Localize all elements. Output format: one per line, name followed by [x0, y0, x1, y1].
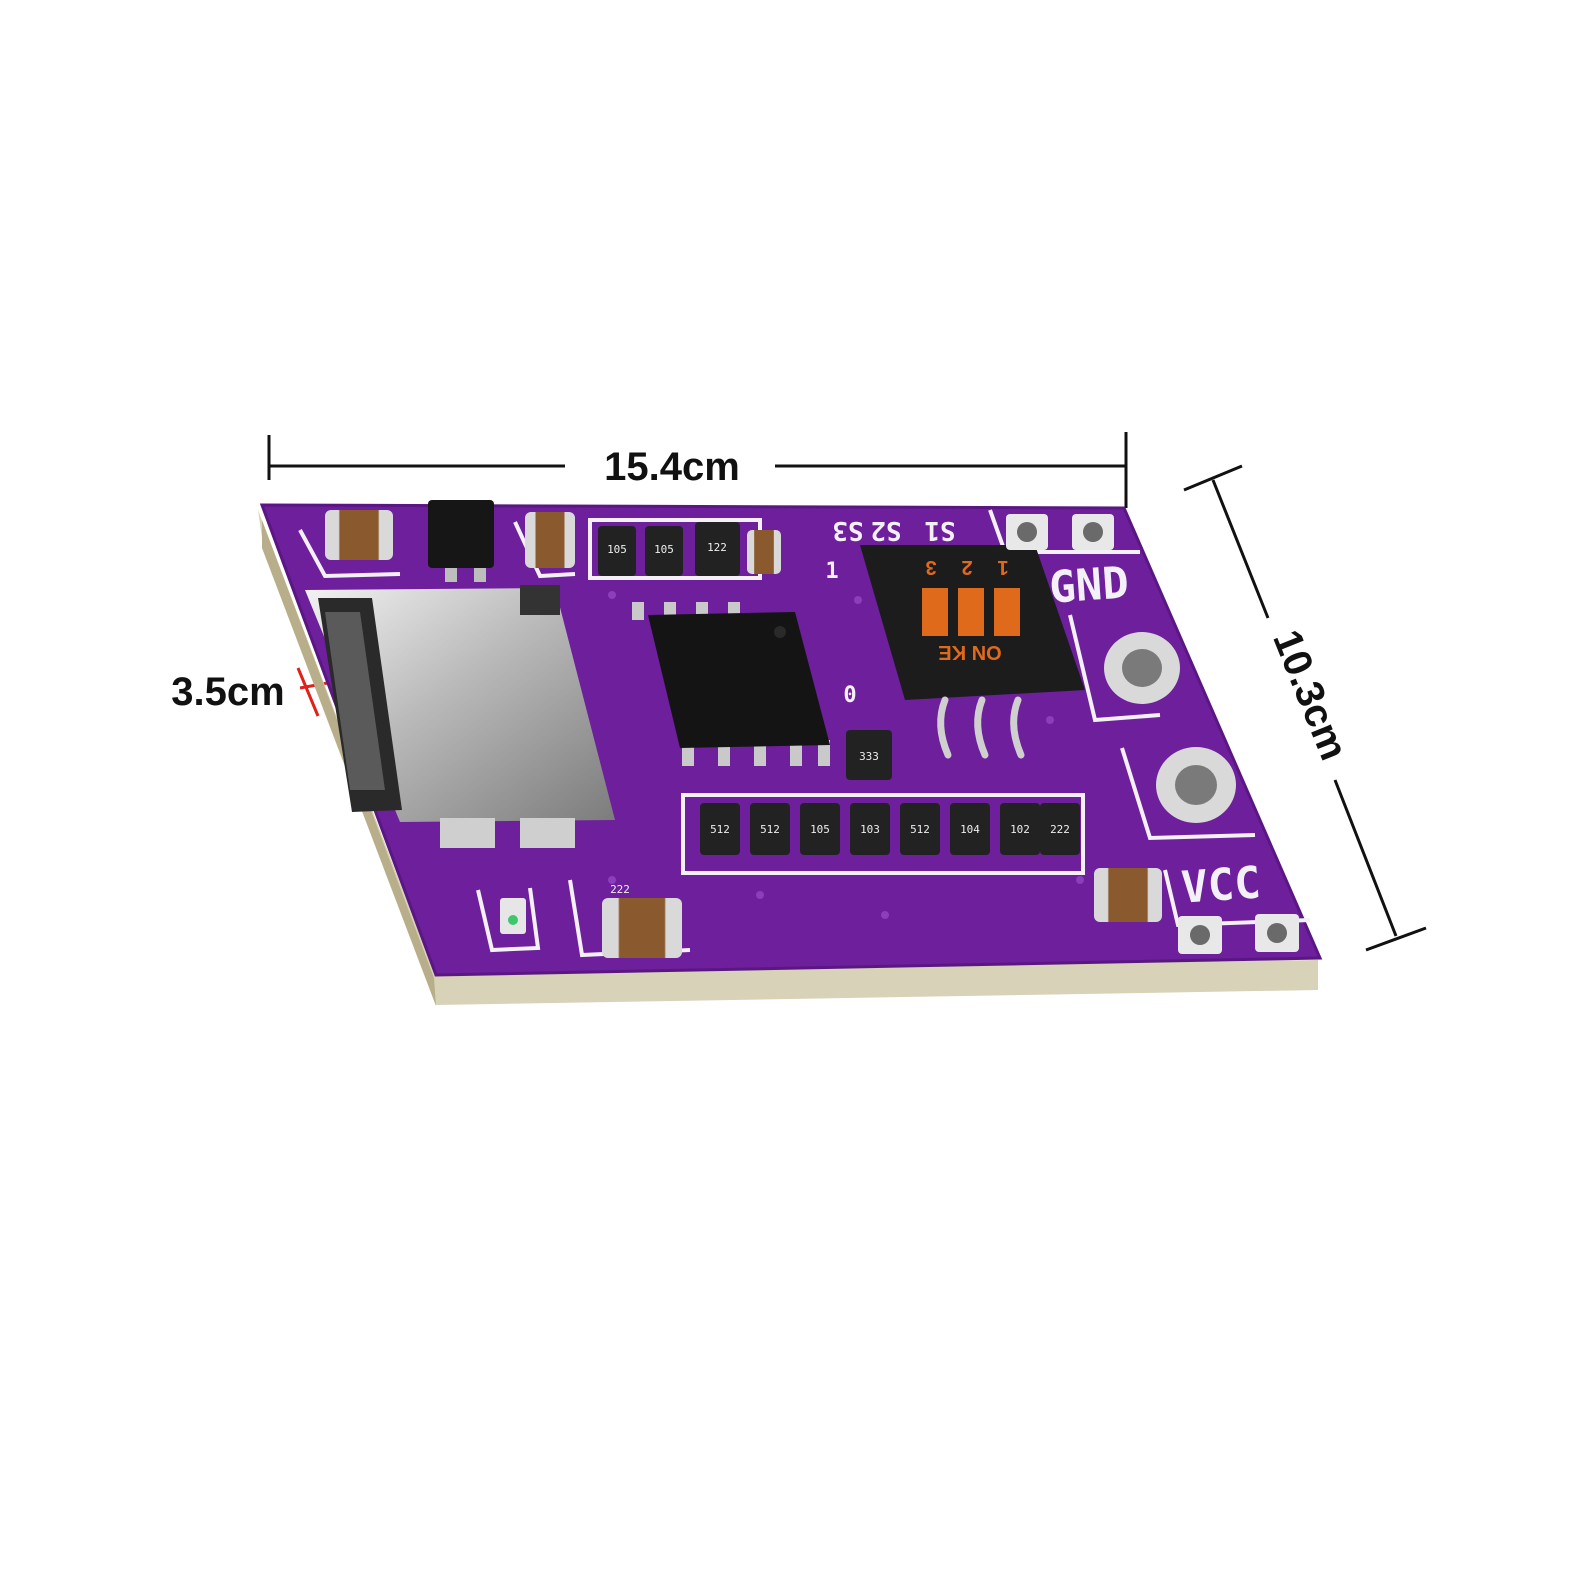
- dip-toggle: [958, 588, 984, 636]
- svg-text:104: 104: [960, 823, 980, 836]
- vias: [608, 591, 1084, 919]
- smd-capacitor: [602, 898, 682, 958]
- sot-transistor: [428, 500, 494, 568]
- width-dimension: [267, 432, 1128, 508]
- dip-number: 2: [961, 556, 972, 578]
- top-resistors: 105 105 122: [598, 522, 740, 576]
- port-label: 3.5cm: [171, 670, 284, 714]
- cap-code: 222: [610, 883, 630, 896]
- svg-text:105: 105: [810, 823, 830, 836]
- zero-label: 0: [843, 683, 856, 708]
- svg-text:512: 512: [760, 823, 780, 836]
- smd-capacitor: [325, 510, 393, 560]
- svg-text:222: 222: [1050, 823, 1070, 836]
- small-resistor: [846, 730, 892, 780]
- svg-text:105: 105: [607, 543, 627, 556]
- usb-c-port: [305, 585, 615, 848]
- vcc-label: VCC: [1180, 857, 1263, 913]
- resistor-row: 512 512 105 103 512 104 102 222: [700, 803, 1080, 855]
- s3-label: S3: [832, 515, 863, 545]
- height-label: 10.3cm: [1264, 624, 1356, 766]
- svg-text:333: 333: [859, 750, 879, 763]
- pcb-board: 105 105 122: [258, 500, 1323, 1006]
- svg-text:512: 512: [710, 823, 730, 836]
- svg-text:103: 103: [860, 823, 880, 836]
- solder-pads: [1006, 514, 1299, 954]
- dip-number: 1: [997, 556, 1008, 578]
- smd-capacitor: [1094, 868, 1162, 922]
- smd-capacitor: [525, 512, 575, 568]
- dip-switch: 1 2 3 ON KE: [860, 545, 1085, 759]
- dip-number: 3: [925, 556, 936, 578]
- dip-toggle: [994, 588, 1020, 636]
- one-label: 1: [825, 559, 838, 584]
- height-dimension: [1183, 464, 1427, 952]
- svg-text:105: 105: [654, 543, 674, 556]
- s2-label: S2: [870, 515, 901, 545]
- width-label: 15.4cm: [604, 445, 740, 489]
- gnd-label: GND: [1048, 557, 1131, 613]
- sop8-ic: [632, 602, 830, 766]
- s1-label: S1: [924, 515, 955, 545]
- svg-text:512: 512: [910, 823, 930, 836]
- smd-capacitor: [747, 530, 781, 574]
- dip-on-text: ON KE: [938, 641, 1001, 663]
- dip-toggle: [922, 588, 948, 636]
- svg-text:122: 122: [707, 541, 727, 554]
- svg-text:102: 102: [1010, 823, 1030, 836]
